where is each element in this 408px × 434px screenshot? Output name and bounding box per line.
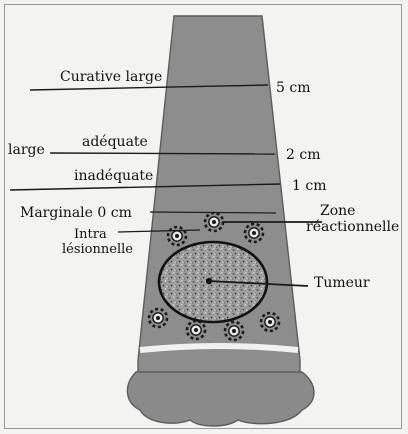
label-adequate: adéquate bbox=[82, 135, 148, 150]
label-reactionnelle: réactionnelle bbox=[306, 220, 399, 235]
label-inadequate: inadéquate bbox=[74, 169, 153, 184]
label-lesionnelle: lésionnelle bbox=[62, 242, 133, 257]
label-5cm: 5 cm bbox=[276, 81, 310, 96]
label-curative-large: Curative large bbox=[60, 70, 162, 85]
label-marginale: Marginale 0 cm bbox=[20, 206, 132, 221]
label-zone: Zone bbox=[320, 204, 355, 219]
line-2cm bbox=[50, 153, 275, 154]
label-tumeur: Tumeur bbox=[314, 276, 370, 291]
label-intra: Intra bbox=[74, 227, 107, 242]
label-large: large bbox=[8, 143, 45, 158]
label-2cm: 2 cm bbox=[286, 148, 320, 163]
bone-epiphysis bbox=[127, 372, 314, 426]
label-1cm: 1 cm bbox=[292, 179, 326, 194]
bone-shaft bbox=[138, 16, 300, 378]
